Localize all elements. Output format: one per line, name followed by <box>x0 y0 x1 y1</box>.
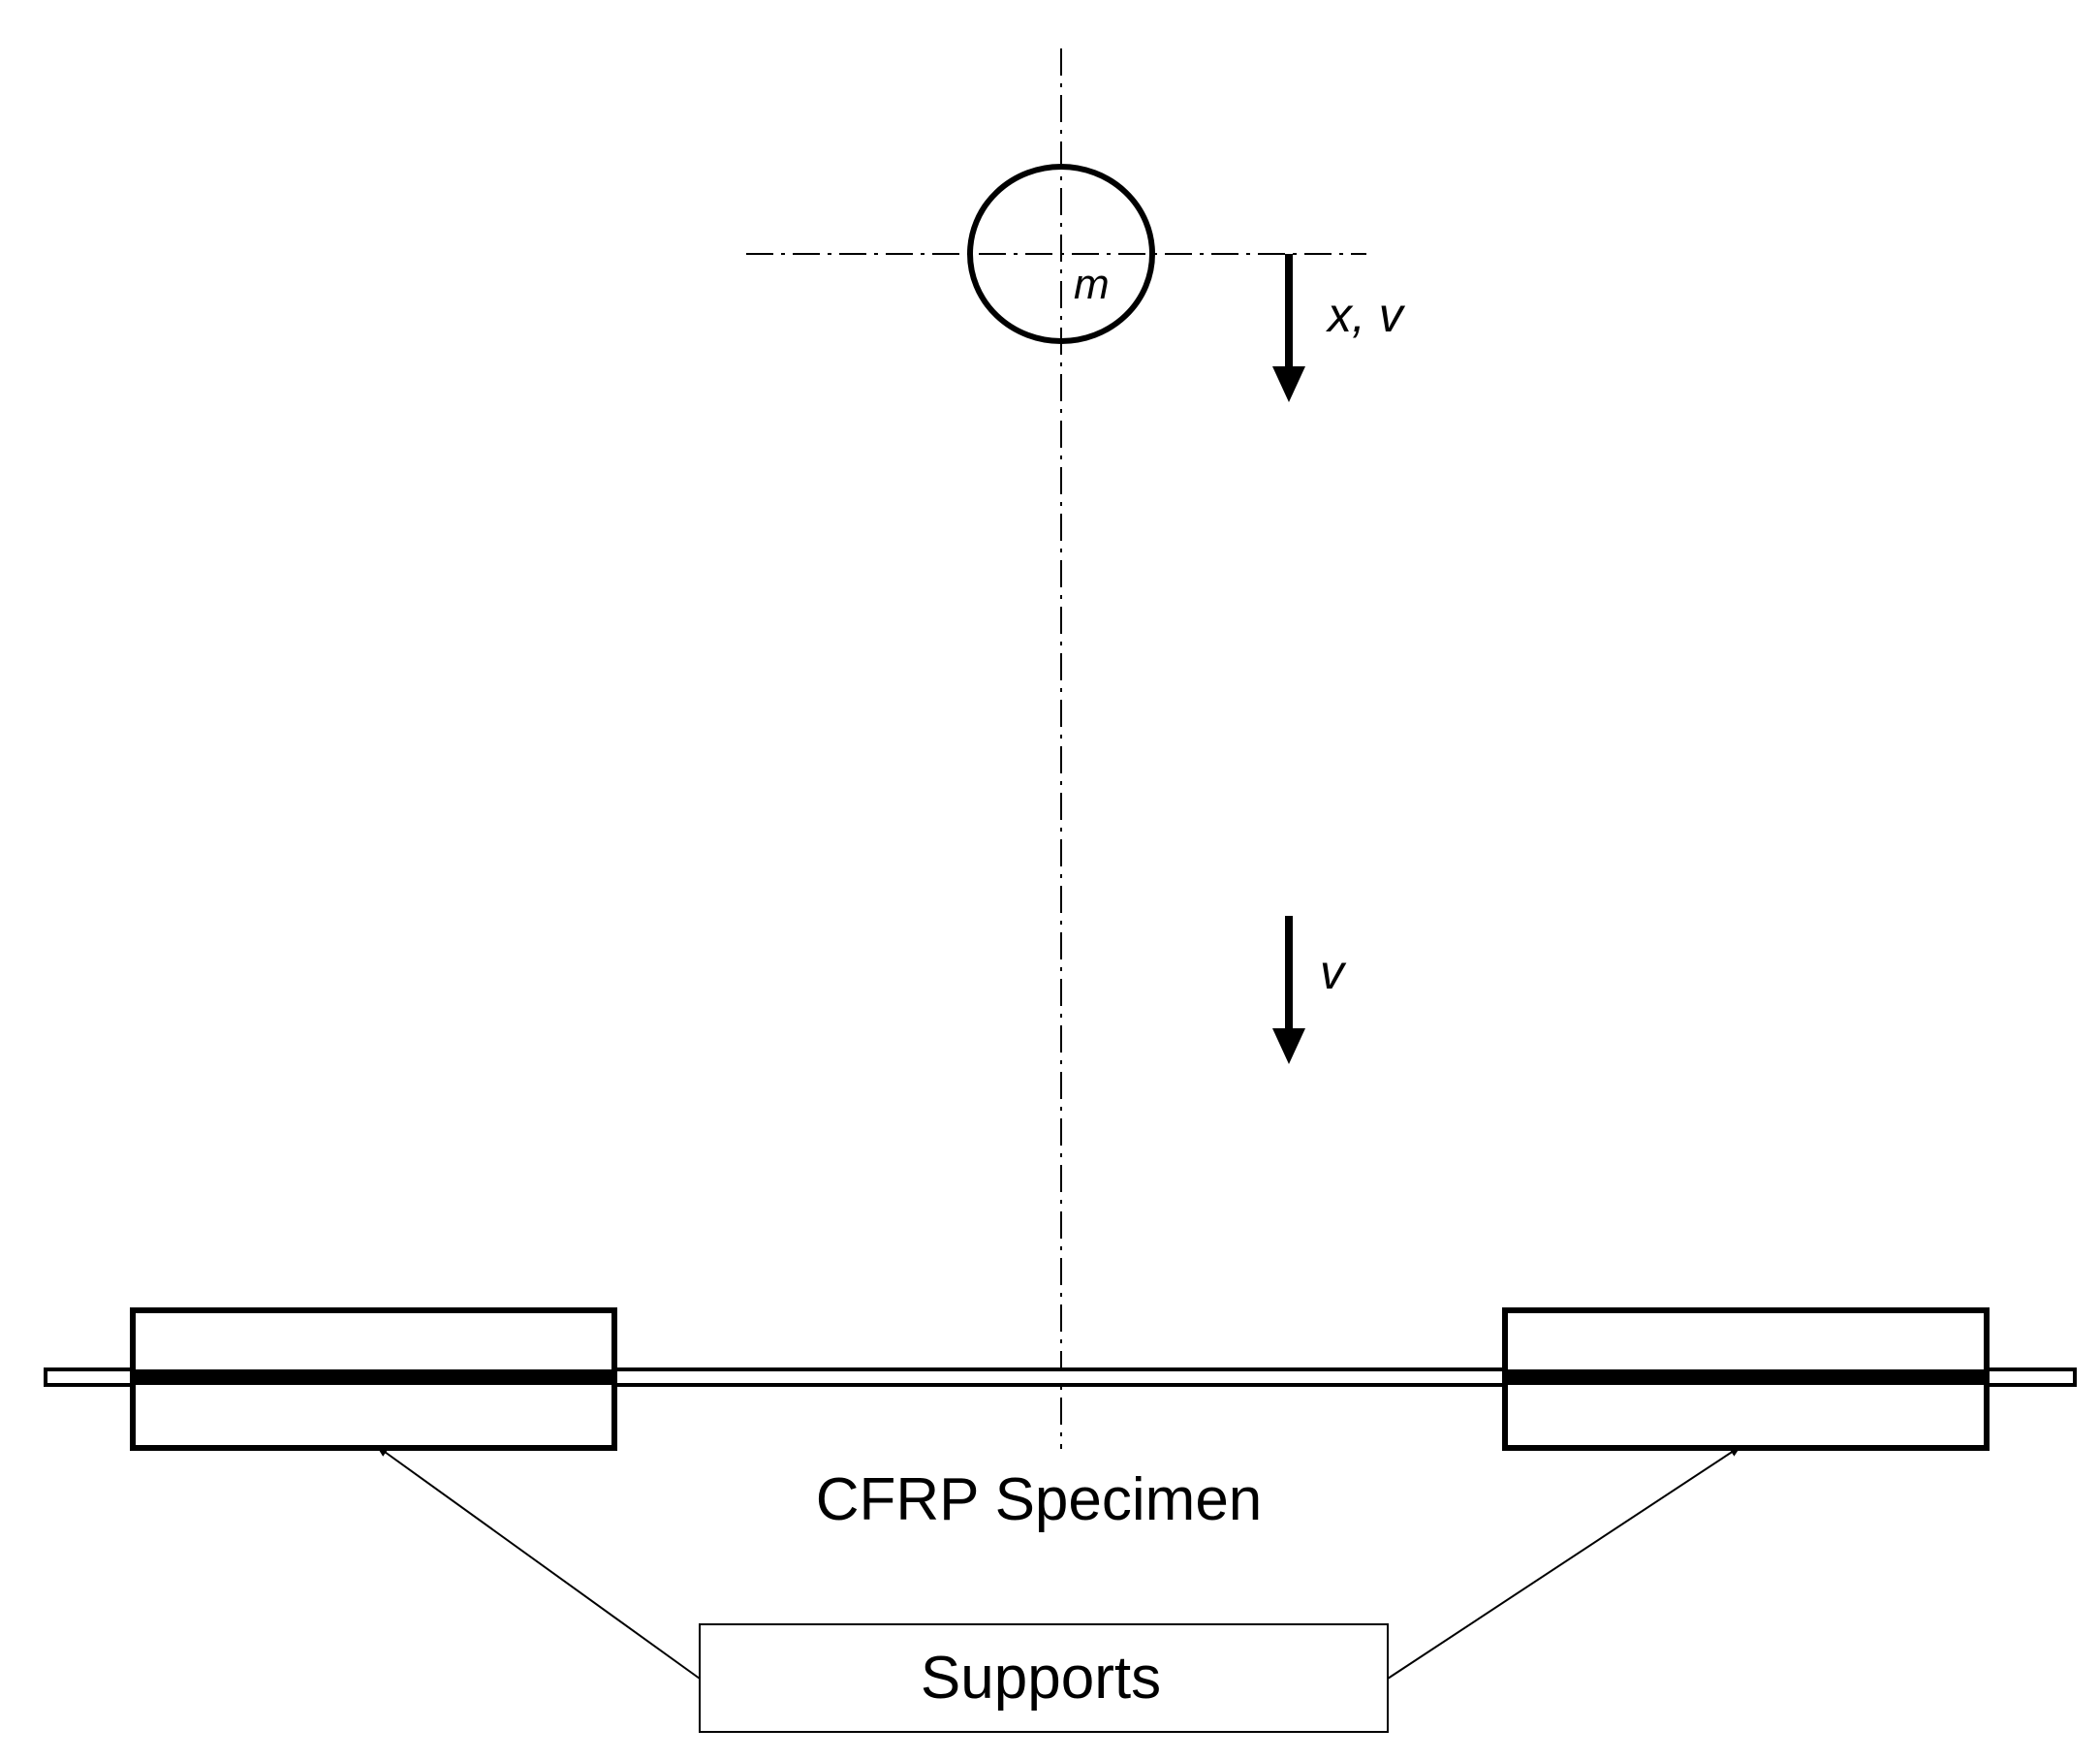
mass-label: m <box>1074 261 1110 308</box>
supports-label: Supports <box>921 1645 1161 1712</box>
velocity-arrow <box>1272 916 1305 1064</box>
displacement-velocity-label: x, v <box>1326 288 1406 342</box>
velocity-label: v <box>1320 945 1347 999</box>
impactor-mass-circle <box>967 164 1155 344</box>
displacement-velocity-arrow <box>1272 254 1305 402</box>
left-support <box>130 1307 617 1451</box>
right-support <box>1502 1307 1990 1451</box>
supports-label-box <box>699 1623 1389 1733</box>
specimen-label: CFRP Specimen <box>816 1466 1263 1533</box>
leader-line-right <box>1387 1445 1741 1680</box>
leader-line-left <box>376 1445 701 1680</box>
